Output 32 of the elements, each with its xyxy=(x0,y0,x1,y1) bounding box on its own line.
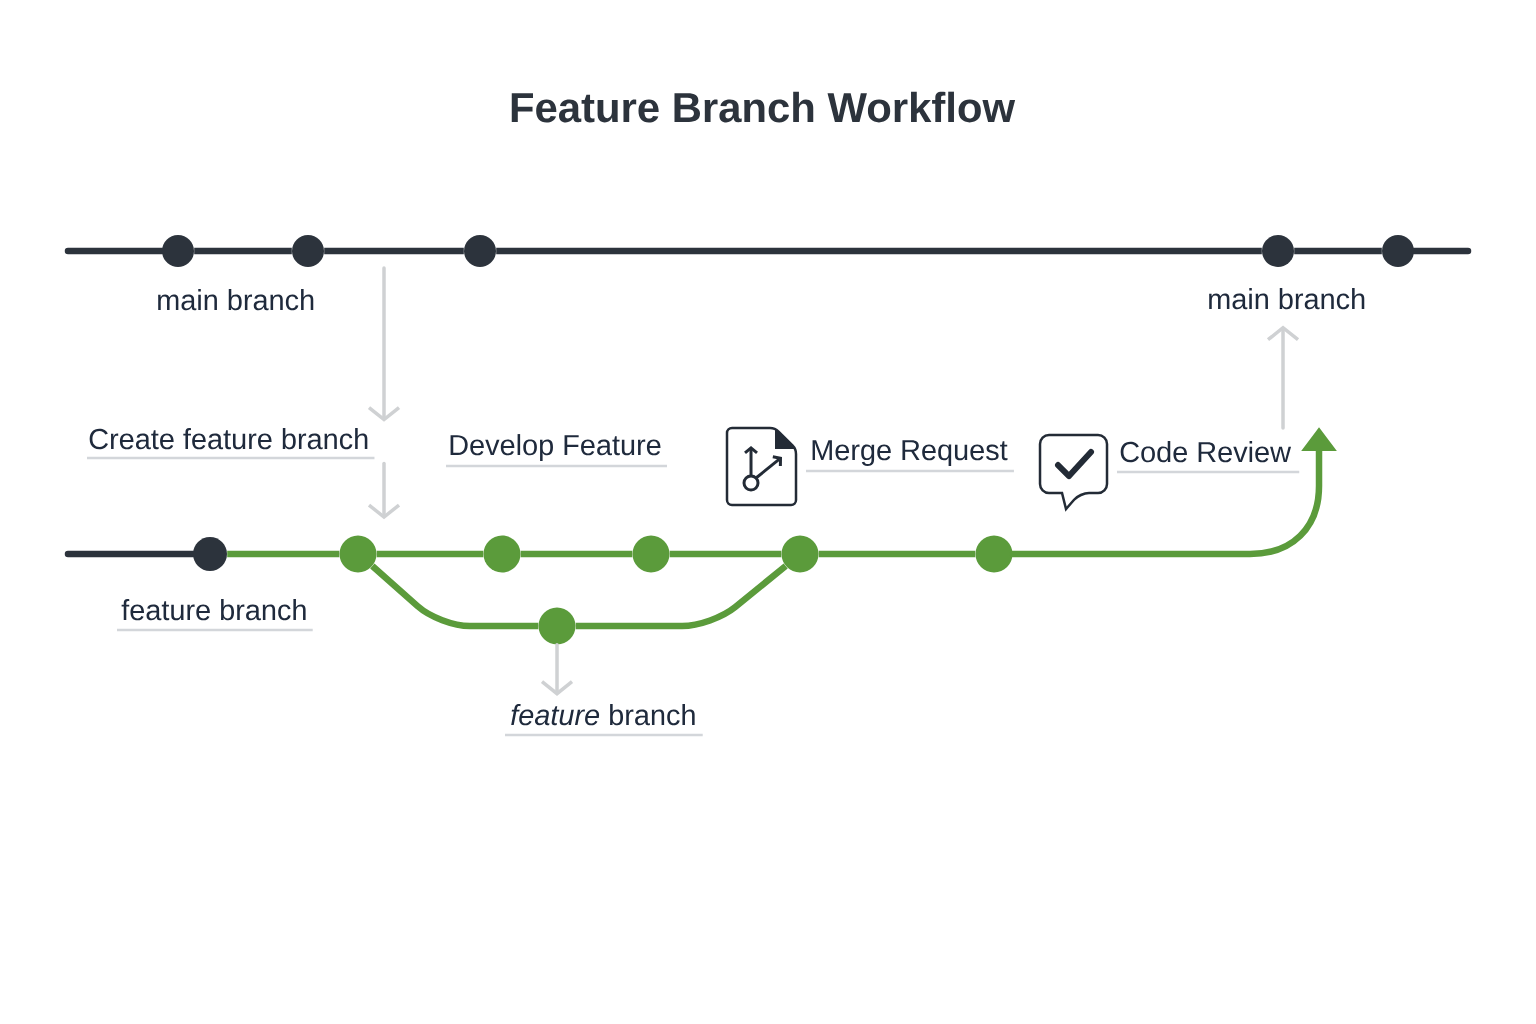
branch-line xyxy=(669,550,782,558)
branch-label: feature branch xyxy=(117,599,313,632)
commit-dot xyxy=(975,535,1013,573)
branch-line xyxy=(376,550,484,558)
commit-dot xyxy=(483,535,521,573)
branch-line xyxy=(575,563,788,630)
branch-label: feature branch xyxy=(505,704,703,737)
commit-dot xyxy=(292,235,324,267)
branch-line xyxy=(818,550,976,558)
title: Feature Branch Workflow xyxy=(511,91,1016,123)
branch-line xyxy=(520,550,633,558)
arrow xyxy=(367,266,401,422)
step-label: Code Review xyxy=(1117,441,1300,474)
branch-line xyxy=(64,550,197,558)
branch-line xyxy=(370,563,539,630)
commit-dot xyxy=(538,607,576,645)
commit-dot xyxy=(1382,235,1414,267)
step-label: Develop Feature xyxy=(446,434,667,468)
branch-line xyxy=(64,247,166,255)
step-label: Create feature branch xyxy=(87,428,375,460)
branch-label: main branch xyxy=(1209,288,1365,310)
commit-dot xyxy=(781,535,819,573)
arrow xyxy=(1266,325,1300,430)
step-label: Merge Request xyxy=(806,440,1014,473)
commit-dot xyxy=(339,535,377,573)
commit-dot xyxy=(193,537,227,571)
commit-dot xyxy=(162,235,194,267)
branch-label: main branch xyxy=(158,289,314,311)
commit-dot xyxy=(632,535,670,573)
commit-dot xyxy=(464,235,496,267)
branch-line xyxy=(1410,247,1472,255)
commit-dot xyxy=(1262,235,1294,267)
